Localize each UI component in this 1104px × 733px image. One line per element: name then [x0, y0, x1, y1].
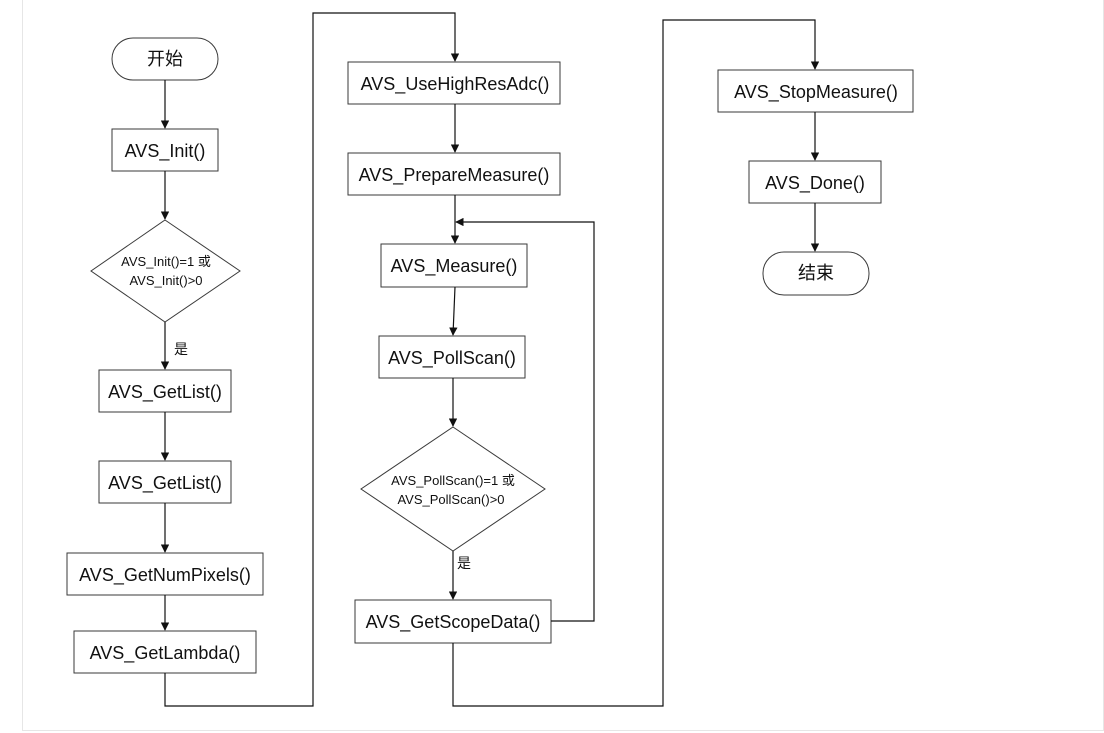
- getscopedata-box: [354, 599, 552, 644]
- getlist2-label: AVS_GetList(): [108, 473, 222, 494]
- init-check-line2: AVS_Init()>0: [129, 273, 202, 288]
- loop-back-connector: [455, 217, 595, 622]
- pollscan-check-line1: AVS_PollScan()=1 或: [391, 473, 515, 488]
- init-label: AVS_Init(): [125, 141, 206, 162]
- measure-label: AVS_Measure(): [391, 256, 518, 277]
- done-box: [748, 160, 882, 204]
- pollscan-check-line2: AVS_PollScan()>0: [397, 492, 504, 507]
- getscopedata-label: AVS_GetScopeData(): [366, 612, 541, 633]
- end-terminal: [762, 251, 870, 296]
- yes-label-2: 是: [457, 556, 471, 572]
- done-label: AVS_Done(): [765, 173, 865, 194]
- preparemeasure-box: [347, 152, 561, 196]
- getlambda-label: AVS_GetLambda(): [90, 643, 241, 664]
- init-check-diamond: [90, 219, 241, 323]
- measure-box: [380, 243, 528, 288]
- getlist2-box: [98, 460, 232, 504]
- init-box: [111, 128, 219, 172]
- pollscan-label: AVS_PollScan(): [388, 348, 516, 369]
- usehighresadc-label: AVS_UseHighResAdc(): [361, 74, 550, 95]
- stopmeasure-label: AVS_StopMeasure(): [734, 82, 898, 103]
- getnumpixels-label: AVS_GetNumPixels(): [79, 565, 251, 586]
- end-label: 结束: [798, 263, 834, 283]
- init-check-line1: AVS_Init()=1 或: [121, 254, 211, 269]
- pollscan-check-diamond: [360, 426, 546, 552]
- pollscan-box: [378, 335, 526, 379]
- connector-col1-to-col2: [164, 12, 460, 707]
- connector-col2-to-col3: [452, 19, 820, 707]
- arrow-measure-to-pollscan: [449, 286, 458, 336]
- getlambda-box: [73, 630, 257, 674]
- yes-label-1: 是: [174, 342, 188, 358]
- getlist1-label: AVS_GetList(): [108, 382, 222, 403]
- stopmeasure-box: [717, 69, 914, 113]
- usehighresadc-box: [347, 61, 561, 105]
- start-label: 开始: [147, 49, 183, 69]
- getlist1-box: [98, 369, 232, 413]
- preparemeasure-label: AVS_PrepareMeasure(): [359, 165, 550, 186]
